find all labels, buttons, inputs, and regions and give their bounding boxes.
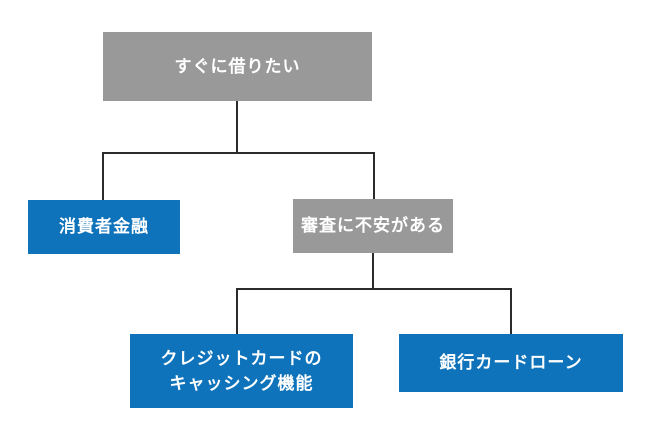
node-label: 銀行カードローン — [439, 353, 583, 373]
edge-to-credit-card-cashing — [236, 288, 238, 334]
edge-level2-branch — [236, 288, 512, 290]
node-label: 消費者金融 — [59, 217, 149, 237]
edge-to-screening-anxiety — [373, 152, 375, 199]
node-label-line1: クレジットカードの — [160, 348, 323, 368]
node-bank-card-loan: 銀行カードローン — [399, 334, 623, 392]
node-consumer-finance: 消費者金融 — [28, 200, 180, 254]
edge-to-consumer-finance — [102, 152, 104, 200]
node-label: 審査に不安がある — [301, 216, 445, 236]
node-credit-card-cashing: クレジットカードの キャッシング機能 — [130, 334, 353, 408]
edge-root-stem — [236, 101, 238, 154]
edge-level1-branch — [102, 152, 375, 154]
node-screening-anxiety: 審査に不安がある — [293, 199, 453, 253]
edge-screening-stem — [372, 253, 374, 290]
edge-to-bank-card-loan — [510, 288, 512, 334]
node-label: すぐに借りたい — [174, 56, 301, 76]
node-want-to-borrow-now: すぐに借りたい — [103, 32, 372, 101]
node-label-line2: キャッシング機能 — [169, 374, 314, 393]
